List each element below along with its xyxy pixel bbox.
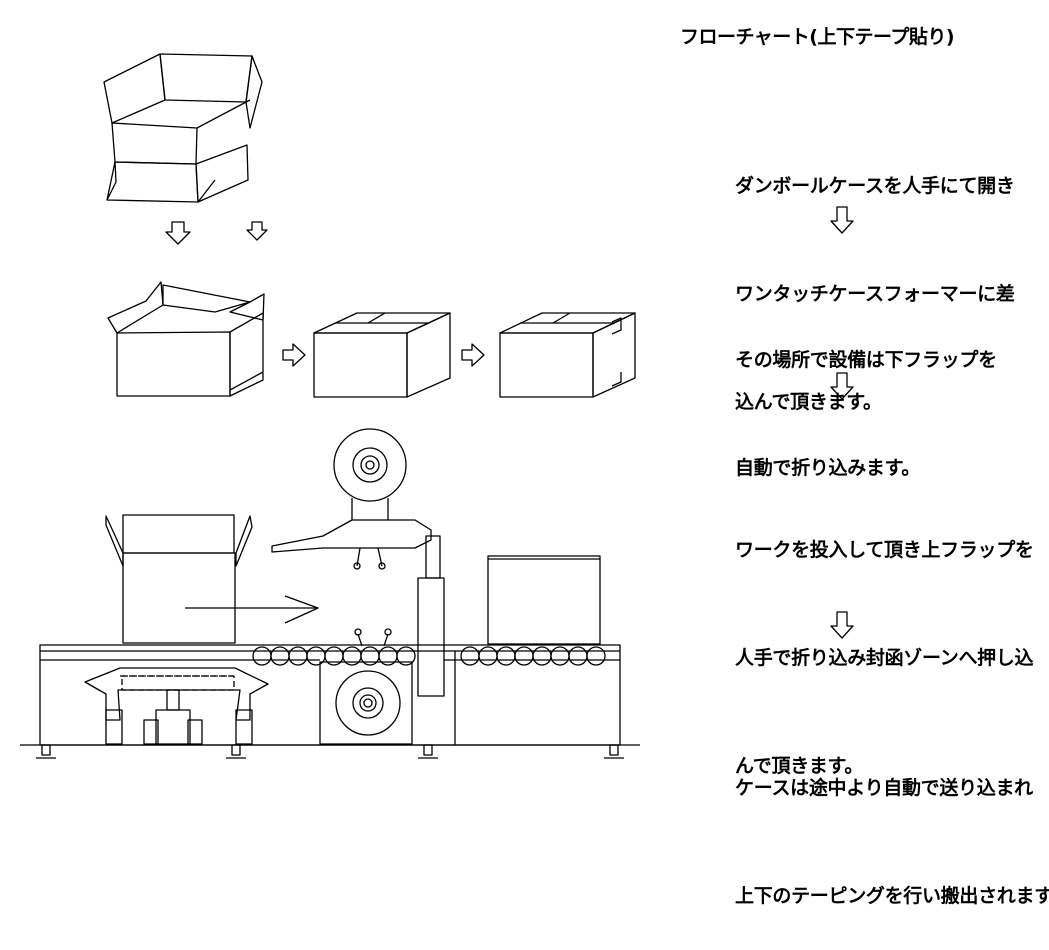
step-line: その場所で設備は下フラップを [735,349,997,371]
step-3-text: ワークを投入して頂き上フラップを 人手で折り込み封函ゾーンへ押し込 んで頂きます… [735,460,1034,820]
step-line: 人手で折り込み封函ゾーンへ押し込 [735,647,1034,669]
step-line: ダンボールケースを人手にて開き [735,175,1015,197]
flowchart-title: フローチャート(上下テープ貼り) [680,26,955,48]
step-line: ケースは途中より自動で送り込まれ [735,777,1033,799]
roller-row-1 [252,646,416,666]
step-line: 自動で折り込みます。 [735,457,921,479]
step-2-text: その場所で設備は下フラップを 自動で折り込みます。 [735,270,997,522]
down-arrow-icon [830,206,854,639]
step-line: ワークを投入して頂き上フラップを [735,539,1034,561]
taping-machine [20,428,640,759]
roller-row-2 [460,646,606,666]
taped-case-box-3 [313,312,451,398]
open-case-box-2 [107,281,265,397]
open-case-box-1 [103,53,263,203]
step-4-text: ケースは途中より自動で送り込まれ 上下のテーピングを行い搬出されます。 [735,698,1049,950]
step-line: 込んで頂きます。 [735,391,882,413]
step-line: んで頂きます。 [735,755,864,777]
taped-case-box-4 [499,312,636,398]
machine-illustration [20,53,854,759]
step-line: ワンタッチケースフォーマーに差 [735,283,1015,305]
down-arrow-icon [165,221,268,245]
right-arrow-icon [282,343,485,367]
step-line: 上下のテーピングを行い搬出されます。 [735,885,1049,907]
step-1-text: ダンボールケースを人手にて開き ワンタッチケースフォーマーに差 込んで頂きます。 [735,96,1015,456]
